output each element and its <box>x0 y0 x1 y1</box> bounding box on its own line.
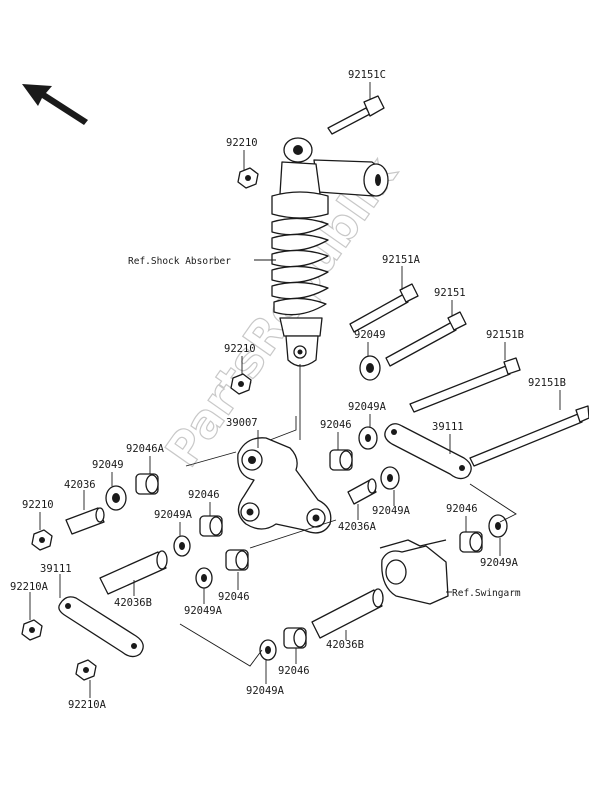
bearing-92046-e[interactable] <box>283 627 307 649</box>
label-92210-top: 92210 <box>226 137 258 149</box>
bearing-92046-a[interactable] <box>329 449 353 471</box>
nut-92210-top[interactable] <box>237 167 259 189</box>
label-92210A-upper: 92210A <box>10 581 49 593</box>
ref-shock-absorber: Ref.Shock Absorber <box>128 256 231 267</box>
label-39111-left: 39111 <box>40 563 72 575</box>
bearing-92046-b[interactable] <box>459 531 483 553</box>
label-92049A-right2: 92049A <box>372 505 411 517</box>
label-42036A: 42036A <box>338 521 377 533</box>
label-92049A-bottom: 92049A <box>246 685 285 697</box>
bearing-92046-d[interactable] <box>225 549 249 571</box>
label-92210A-lower: 92210A <box>68 699 107 711</box>
shock-absorber[interactable] <box>271 95 389 440</box>
washer-92049A-right1[interactable] <box>358 426 378 450</box>
nut-92210A-upper[interactable] <box>21 619 43 641</box>
washer-92049-top[interactable] <box>359 355 381 381</box>
collar-42036[interactable] <box>65 507 105 535</box>
direction-arrow-icon <box>22 84 88 125</box>
bolt-92151A[interactable] <box>349 283 419 333</box>
label-92046-d: 92046 <box>218 591 250 603</box>
washer-92049A-bottom[interactable] <box>259 639 277 661</box>
swingarm-reference <box>379 539 449 605</box>
label-92046A: 92046A <box>126 443 165 455</box>
washer-92049A-mid1[interactable] <box>173 535 191 557</box>
label-92049A-mid2: 92049A <box>184 605 223 617</box>
label-39111-right: 39111 <box>432 421 464 433</box>
nut-92210-left[interactable] <box>31 529 53 551</box>
label-92151B-upper: 92151B <box>486 329 524 341</box>
leader-lines <box>29 82 561 698</box>
label-92049-top: 92049 <box>354 329 386 341</box>
bolt-92151B-upper[interactable] <box>409 357 521 413</box>
label-92151: 92151 <box>434 287 466 299</box>
part-labels: 92151C 92210 92151A 92151 92049 92210 92… <box>10 69 566 711</box>
collar-42036B-left[interactable] <box>99 550 168 595</box>
bolt-92151[interactable] <box>385 311 467 367</box>
label-92049A-right1: 92049A <box>348 401 387 413</box>
label-39007: 39007 <box>226 417 258 429</box>
bearing-92046-c[interactable] <box>199 515 223 537</box>
label-92046-b: 92046 <box>446 503 478 515</box>
label-92046-c: 92046 <box>188 489 220 501</box>
label-42036B-left: 42036B <box>114 597 152 609</box>
bolt-92151B-lower[interactable] <box>469 405 589 467</box>
label-92210-left: 92210 <box>22 499 54 511</box>
nut-92210A-lower[interactable] <box>75 659 97 681</box>
label-92210-mid: 92210 <box>224 343 256 355</box>
collar-42036A[interactable] <box>347 478 377 505</box>
washer-92049A-mid2[interactable] <box>195 567 213 589</box>
label-92151A: 92151A <box>382 254 421 266</box>
washer-92049A-right2[interactable] <box>380 466 400 490</box>
label-92046-a: 92046 <box>320 419 352 431</box>
label-42036B-right: 42036B <box>326 639 364 651</box>
label-92151C: 92151C <box>348 69 386 81</box>
label-92049A-mid1: 92049A <box>154 509 193 521</box>
washer-92049-left[interactable] <box>105 485 127 511</box>
bearing-92046A[interactable] <box>135 473 159 495</box>
label-42036: 42036 <box>64 479 96 491</box>
label-92046-e: 92046 <box>278 665 310 677</box>
ref-swingarm: Ref.Swingarm <box>452 588 521 599</box>
nut-92210-mid[interactable] <box>230 373 252 395</box>
label-92049-left: 92049 <box>92 459 124 471</box>
washer-92049A-right3[interactable] <box>488 514 508 538</box>
tie-rod-39111-right[interactable] <box>384 423 472 480</box>
label-92049A-right3: 92049A <box>480 557 519 569</box>
collar-42036B-right[interactable] <box>311 588 384 639</box>
tie-rod-39111-left[interactable] <box>58 596 144 658</box>
spring <box>271 217 329 316</box>
label-92151B-lower: 92151B <box>528 377 566 389</box>
rocker-arm-39007[interactable] <box>237 437 332 534</box>
